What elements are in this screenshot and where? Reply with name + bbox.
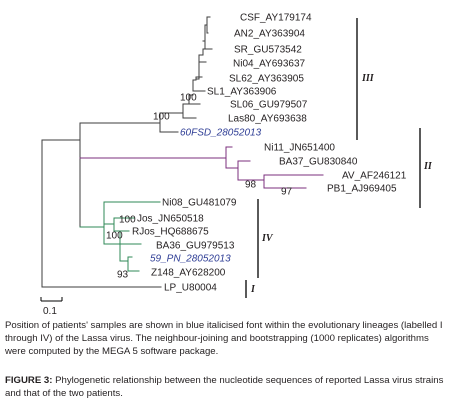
leaf-label-z148: Z148_AY628200 xyxy=(151,268,226,279)
bootstrap-value-lineage-iv: 100 xyxy=(106,231,123,242)
leaf-label-csf: CSF_AY179174 xyxy=(240,13,312,24)
bootstrap-value-av-pb1: 97 xyxy=(281,187,293,198)
leaf-label-rjos: RJos_HQ688675 xyxy=(132,227,209,238)
figure-label: FIGURE 3: xyxy=(5,375,53,386)
leaf-label-jos: Jos_JN650518 xyxy=(137,214,204,225)
leaf-label-60fsd: 60FSD_28052013 xyxy=(180,128,262,139)
bootstrap-value-sl1-pair: 100 xyxy=(180,93,197,104)
leaf-label-las80: Las80_AY693638 xyxy=(228,114,307,125)
lineage-label-iii: III xyxy=(361,73,375,84)
leaf-label-ni08: Ni08_GU481079 xyxy=(162,198,237,209)
leaf-label-ni11: Ni11_JN651400 xyxy=(264,143,335,154)
leaf-label-sl06: SL06_GU979507 xyxy=(230,100,308,111)
scale-bar-label: 0.1 xyxy=(43,306,57,317)
lineage-label-i: I xyxy=(250,284,256,295)
bootstrap-value-lineage-iii: 100 xyxy=(153,112,170,123)
leaf-label-sl62: SL62_AY363905 xyxy=(229,74,304,85)
figure-title: Phylogenetic relationship between the nu… xyxy=(5,375,444,400)
leaf-label-an2: AN2_AY363904 xyxy=(234,29,305,40)
leaf-label-ba37: BA37_GU830840 xyxy=(279,157,358,168)
leaf-label-pb1: PB1_AJ969405 xyxy=(327,184,397,195)
leaf-label-ba36: BA36_GU979513 xyxy=(156,241,235,252)
bootstrap-value-jos-rjos: 100 xyxy=(119,215,136,226)
leaf-label-ni04: Ni04_AY693637 xyxy=(233,59,306,70)
leaf-label-sl1: SL1_AY363906 xyxy=(207,87,277,98)
leaf-label-lp: LP_U80004 xyxy=(164,283,217,294)
leaf-label-59pn: 59_PN_28052013 xyxy=(150,254,231,265)
lineage-label-iv: IV xyxy=(261,233,274,244)
phylogenetic-tree: CSF_AY179174AN2_AY363904SR_GU573542Ni04_… xyxy=(40,13,433,317)
bootstrap-value-lineage-ii: 98 xyxy=(245,180,257,191)
leaf-label-sr: SR_GU573542 xyxy=(234,45,302,56)
lineage-label-ii: II xyxy=(423,161,433,172)
figure-note: Position of patients' samples are shown … xyxy=(5,320,443,357)
bootstrap-value-z148-pair: 93 xyxy=(117,270,129,281)
leaf-label-av: AV_AF246121 xyxy=(342,171,407,182)
figure-caption: FIGURE 3: Phylogenetic relationship betw… xyxy=(5,374,446,401)
